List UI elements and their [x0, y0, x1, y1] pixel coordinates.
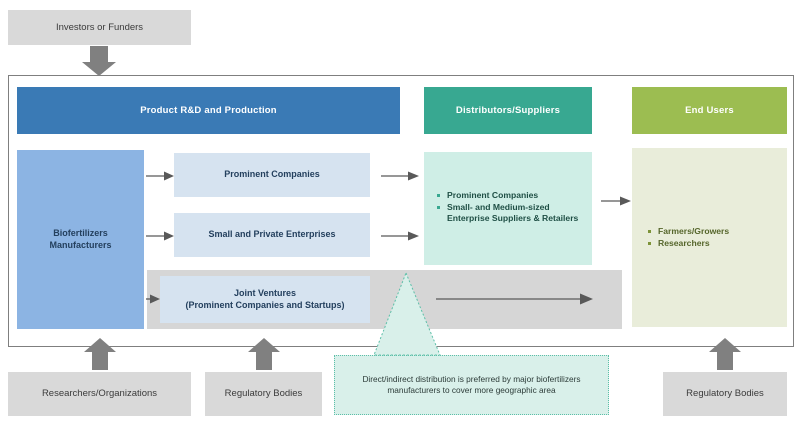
column-header-distributors-suppliers: Distributors/Suppliers [424, 87, 592, 134]
panel-end-users: Farmers/Growers Researchers [632, 148, 787, 327]
manufacturers-label-line1: Biofertilizers [53, 228, 108, 239]
column-header-label-distributors: Distributors/Suppliers [455, 104, 561, 116]
column-header-label-rnd: Product R&D and Production [140, 104, 277, 116]
list-item: Researchers [648, 238, 779, 249]
stakeholder-label-regulatory-bodies-left: Regulatory Bodies [224, 388, 303, 400]
list-item: Farmers/Growers [648, 226, 779, 237]
list-item-line1: Small- and Medium-sized [447, 202, 550, 212]
column-header-end-users: End Users [632, 87, 787, 134]
callout-text-line1: Direct/indirect distribution is preferre… [362, 373, 581, 384]
box-prominent-companies-production: Prominent Companies [174, 153, 370, 197]
stakeholder-label-researchers-organizations: Researchers/Organizations [41, 388, 158, 400]
box-label-joint-ventures-line2: (Prominent Companies and Startups) [185, 299, 345, 310]
manufacturers-label-line2: Manufacturers [49, 239, 112, 250]
stakeholder-label-investors: Investors or Funders [55, 21, 144, 33]
box-label-prominent-companies: Prominent Companies [224, 169, 320, 180]
column-header-product-rnd-and-production: Product R&D and Production [17, 87, 400, 134]
stakeholder-box-researchers-organizations: Researchers/Organizations [8, 372, 191, 416]
arrow-down-investors-to-frame [82, 46, 116, 76]
box-joint-ventures: Joint Ventures (Prominent Companies and … [160, 276, 370, 323]
panel-biofertilizers-manufacturers: Biofertilizers Manufacturers [17, 150, 144, 329]
list-distributors-suppliers: Prominent Companies Small- and Medium-si… [437, 190, 584, 225]
stakeholder-box-regulatory-bodies-left: Regulatory Bodies [205, 372, 322, 416]
box-small-and-private-enterprises: Small and Private Enterprises [174, 213, 370, 257]
list-item: Small- and Medium-sized Enterprise Suppl… [437, 202, 584, 224]
list-item-label: Researchers [658, 238, 710, 248]
list-item: Prominent Companies [437, 190, 584, 201]
list-end-users: Farmers/Growers Researchers [648, 226, 779, 250]
stakeholder-label-regulatory-bodies-right: Regulatory Bodies [686, 388, 764, 400]
box-label-small-private-enterprises: Small and Private Enterprises [208, 229, 336, 240]
box-label-joint-ventures-line1: Joint Ventures [233, 288, 296, 299]
stakeholder-box-investors-or-funders: Investors or Funders [8, 10, 191, 45]
list-item-label: Farmers/Growers [658, 226, 730, 236]
panel-distributors-suppliers: Prominent Companies Small- and Medium-si… [424, 152, 592, 265]
stakeholder-box-regulatory-bodies-right: Regulatory Bodies [663, 372, 787, 416]
callout-text-line2: manufacturers to cover more geographic a… [387, 385, 556, 395]
callout-distribution-note: Direct/indirect distribution is preferre… [334, 355, 609, 415]
list-item-line2: Enterprise Suppliers & Retailers [447, 213, 579, 223]
list-item-line1: Prominent Companies [447, 190, 539, 200]
column-header-label-end-users: End Users [685, 104, 734, 116]
